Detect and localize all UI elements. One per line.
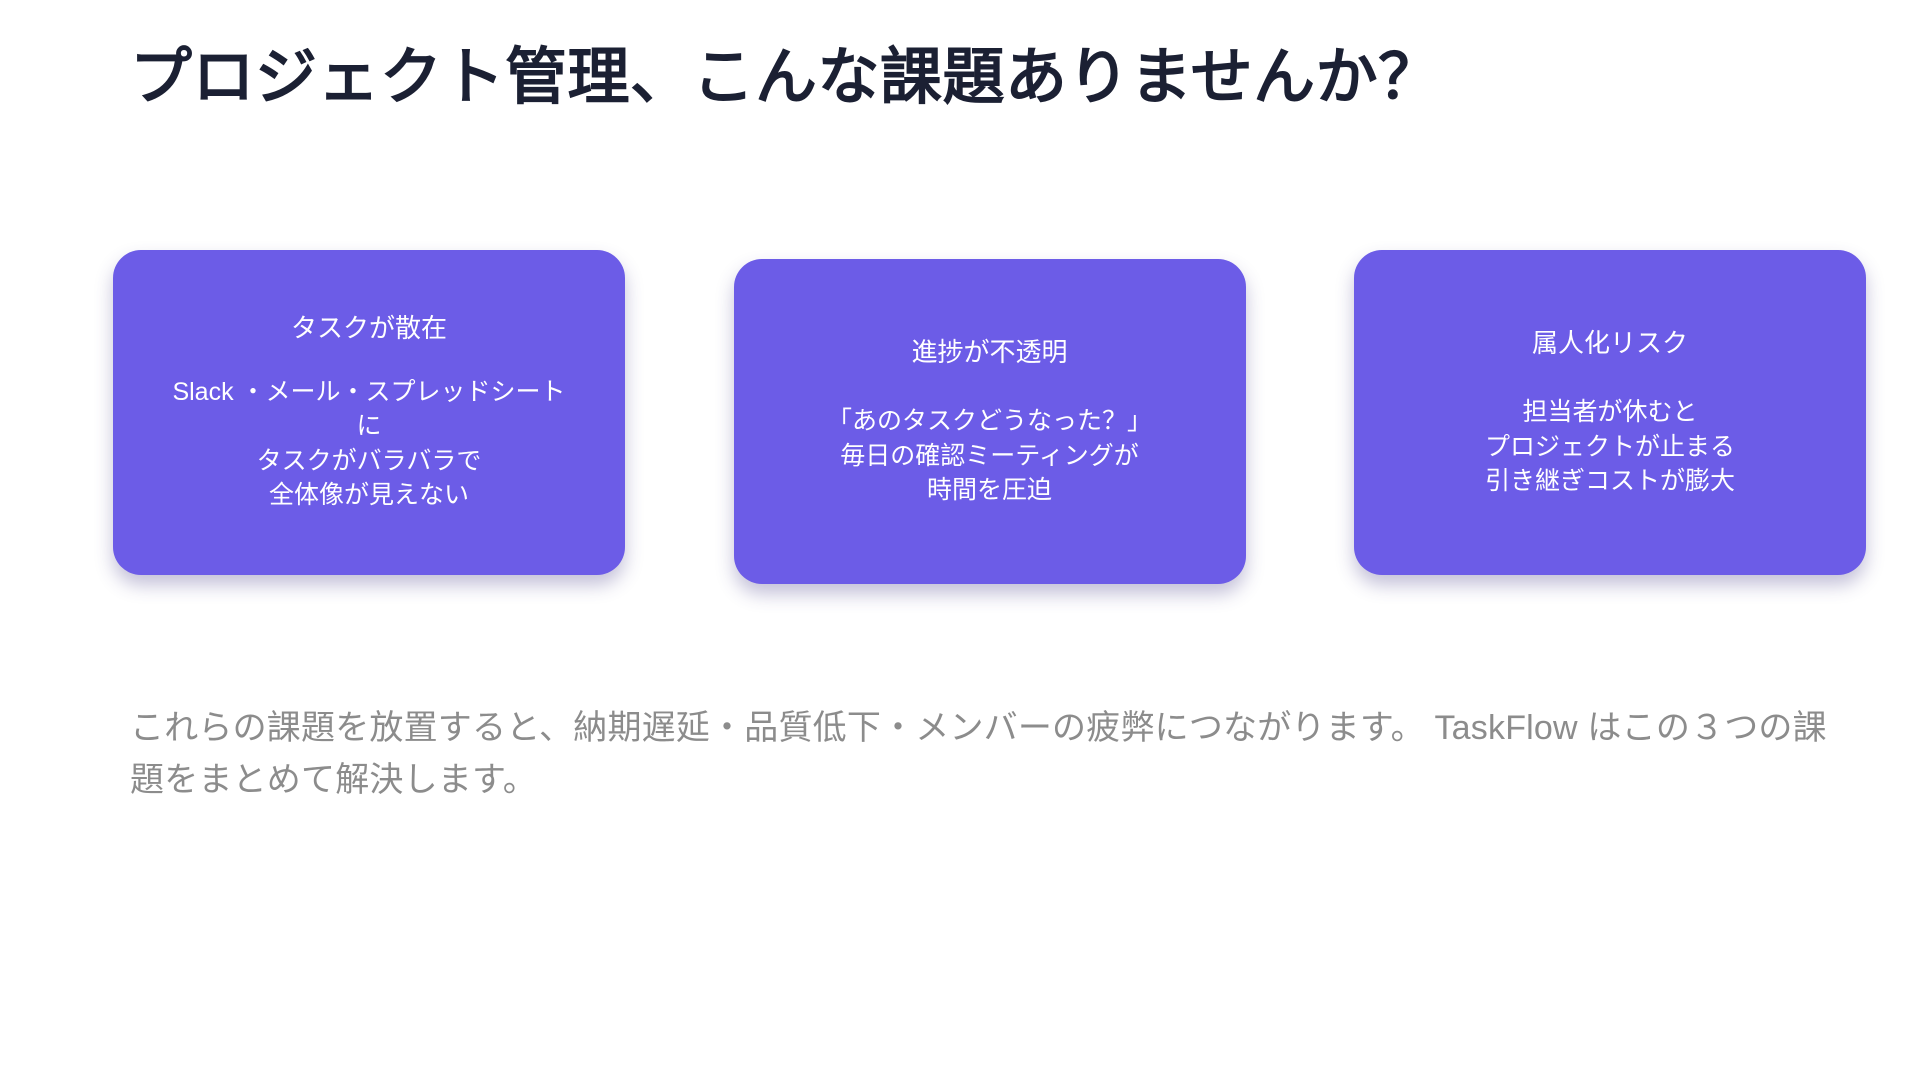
- problem-card-1-body: Slack ・メール・スプレッドシート に タスクがバラバラで 全体像が見えない: [172, 377, 566, 510]
- problem-cards-row: タスクが散在 Slack ・メール・スプレッドシート に タスクがバラバラで 全…: [113, 250, 1866, 584]
- problem-card-3[interactable]: 属人化リスク 担当者が休むと プロジェクトが止まる 引き継ぎコストが膨大: [1354, 250, 1866, 575]
- problem-card-3-body: 担当者が休むと プロジェクトが止まる 引き継ぎコストが膨大: [1484, 398, 1735, 495]
- problem-card-2-body: 「あのタスクどうなった？」 毎日の確認ミーティングが 時間を圧迫: [826, 407, 1152, 504]
- summary-paragraph: これらの課題を放置すると、納期遅延・品質低下・メンバーの疲弊につながります。 T…: [130, 709, 1827, 799]
- problem-card-1[interactable]: タスクが散在 Slack ・メール・スプレッドシート に タスクがバラバラで 全…: [113, 250, 625, 575]
- page-title: プロジェクト管理、こんな課題ありませんか？: [130, 43, 1441, 112]
- problem-card-1-title: タスクが散在: [290, 313, 447, 344]
- problem-card-2[interactable]: 進捗が不透明 「あのタスクどうなった？」 毎日の確認ミーティングが 時間を圧迫: [733, 259, 1246, 584]
- problem-card-3-title: 属人化リスク: [1531, 327, 1688, 358]
- problem-card-2-title: 進捗が不透明: [911, 336, 1068, 367]
